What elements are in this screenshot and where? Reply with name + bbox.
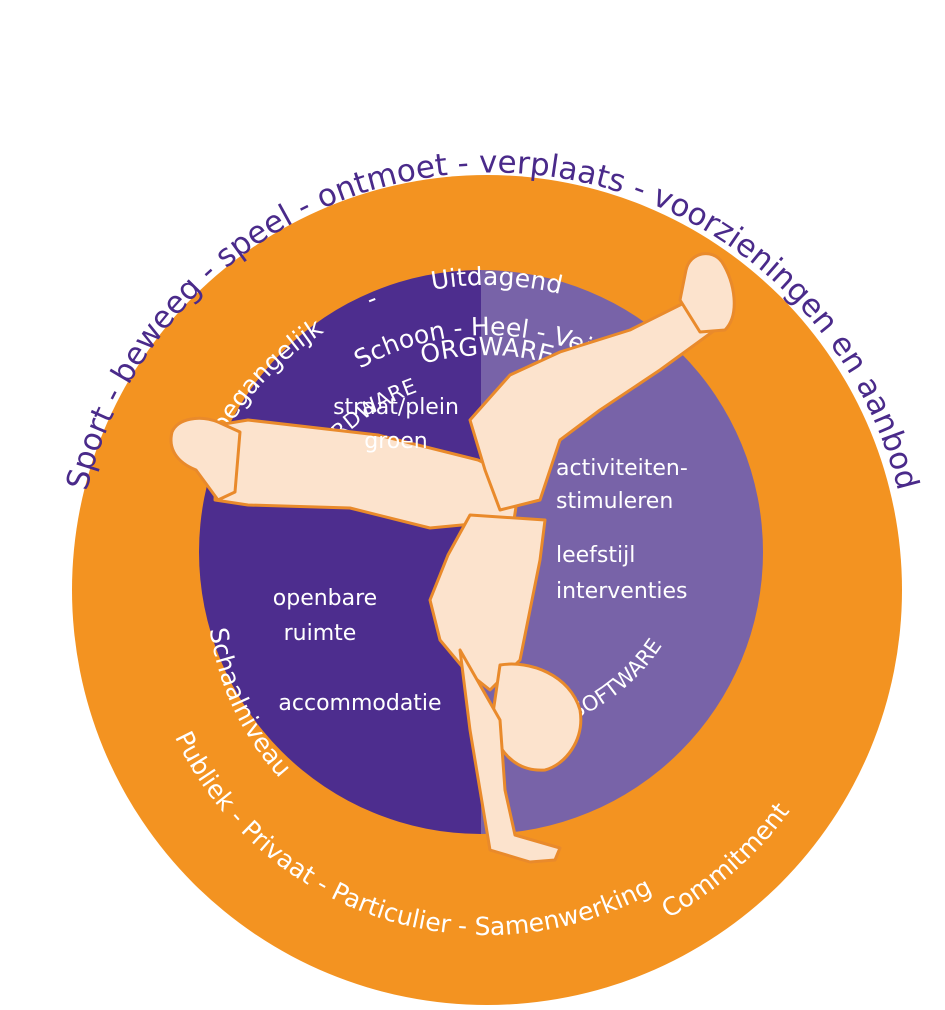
- sw-item-stimuleren: stimuleren: [556, 489, 673, 514]
- sw-item-interventies: interventies: [556, 579, 688, 604]
- hw-item-accommodatie: accommodatie: [278, 691, 441, 716]
- handstand-figure-illustration: [169, 252, 736, 864]
- hardware-half: [199, 270, 481, 834]
- hw-item-openbare: openbare: [273, 586, 377, 611]
- sw-item-activiteiten: activiteiten-: [556, 456, 688, 481]
- hw-item-groen: groen: [364, 429, 427, 454]
- hw-item-ruimte: ruimte: [284, 621, 357, 646]
- sw-item-leefstijl: leefstijl: [556, 543, 635, 568]
- hw-item-straat-plein: straat/plein: [333, 395, 459, 420]
